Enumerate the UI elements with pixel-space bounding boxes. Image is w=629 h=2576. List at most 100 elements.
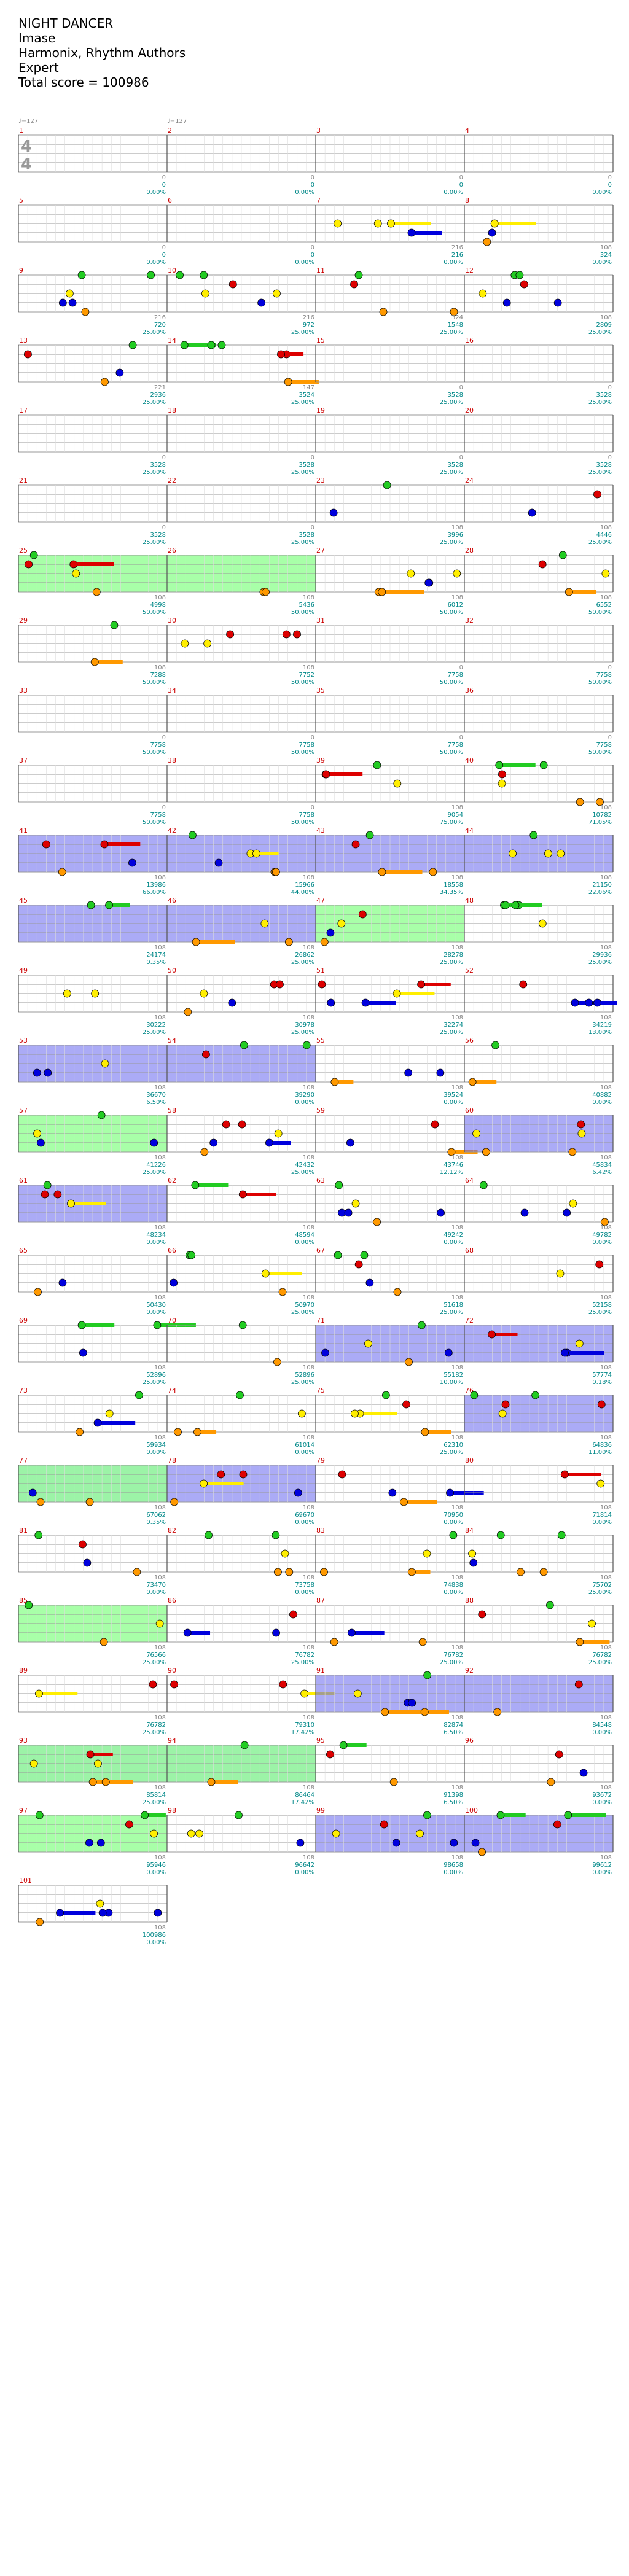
cumulative-score: 28278 [443,952,463,959]
note-count: 108 [600,1224,612,1231]
note-count: 108 [303,874,314,881]
note-count: 108 [303,1504,314,1511]
cumulative-score: 6012 [448,602,463,609]
bar-number: 52 [465,967,474,975]
note-count: 108 [451,1854,463,1861]
note-gem [358,910,367,919]
note-gem [495,761,504,769]
note-gem [289,1610,297,1619]
multiplier-percent: 25.00% [291,469,314,476]
cumulative-score: 48594 [295,1232,314,1239]
cumulative-score: 3528 [150,532,166,539]
multiplier-percent: 0.00% [146,1589,166,1596]
note-gem [25,1601,33,1609]
note-gem [329,508,338,517]
note-gem [58,868,66,876]
note-gem [601,569,610,578]
multiplier-percent: 50.00% [440,679,463,686]
note-gem [574,1680,583,1689]
cumulative-score: 39524 [443,1092,463,1099]
note-count: 108 [303,1434,314,1441]
note-gem [228,998,236,1007]
note-count: 0 [459,454,463,461]
note-count: 0 [162,734,166,741]
multiplier-percent: 25.00% [588,329,612,336]
note-gem [53,1190,62,1199]
multiplier-percent: 50.00% [588,609,612,616]
note-count: 108 [154,1504,166,1511]
bar-number: 89 [19,1667,28,1675]
note-gem [203,639,212,648]
multiplier-percent: 0.00% [443,1519,463,1526]
cumulative-score: 98658 [443,1862,463,1869]
sustain-bar [90,1753,113,1756]
note-count: 147 [303,384,314,391]
note-gem [597,1400,606,1409]
note-gem [68,298,77,307]
note-gem [351,840,360,849]
multiplier-percent: 25.00% [143,1659,166,1666]
note-gem [418,1638,427,1646]
bar-number: 15 [316,337,325,344]
cumulative-score: 15966 [295,882,314,889]
multiplier-percent: 50.00% [143,819,166,826]
note-gem [529,831,538,839]
cumulative-score: 3528 [299,532,314,539]
note-gem [373,761,381,769]
note-gem [344,1208,353,1217]
note-gem [381,1391,390,1399]
note-gem [429,868,437,876]
multiplier-percent: 0.00% [592,1869,612,1876]
multiplier-percent: 11.00% [588,1449,612,1456]
sustain-bar [412,1570,431,1574]
sustain-bar [491,1333,518,1336]
cumulative-score: 1548 [448,322,463,329]
multiplier-percent: 25.00% [440,1449,463,1456]
bar-number: 24 [465,477,474,484]
sustain-bar [424,1710,449,1714]
bar-number: 42 [168,827,176,835]
note-gem [482,1148,490,1156]
cumulative-score: 36670 [146,1092,166,1099]
bar-number: 22 [168,477,176,484]
note-gem [201,1050,210,1059]
sustain-bar [500,1813,526,1817]
note-count: 108 [451,524,463,531]
note-gem [563,1208,571,1217]
bar-number: 5 [19,197,23,204]
multiplier-percent: 0.00% [146,1869,166,1876]
note-gem [42,840,50,849]
cumulative-score: 79310 [295,1722,314,1729]
multiplier-percent: 25.00% [440,329,463,336]
multiplier-percent: 50.00% [143,749,166,756]
note-gem [496,1531,505,1539]
note-gem [596,1479,605,1488]
note-gem [553,1820,561,1829]
multiplier-percent: 25.00% [143,1799,166,1806]
sustain-bar [396,992,435,995]
cumulative-score: 0 [459,182,463,189]
note-gem [320,1568,328,1576]
multiplier-percent: 6.50% [443,1799,463,1806]
bar-number: 13 [19,337,28,344]
note-gem [327,998,335,1007]
cumulative-score: 93672 [592,1792,612,1799]
note-gem [560,1470,569,1479]
note-gem [326,1750,334,1759]
note-gem [24,350,32,359]
note-gem [423,1811,431,1819]
note-gem [496,1811,505,1819]
note-gem [187,1251,196,1259]
bar-number: 80 [465,1457,474,1465]
note-gem [272,1628,280,1637]
sustain-bar [243,1193,276,1196]
note-count: 216 [154,314,166,321]
cumulative-score: 49782 [592,1232,612,1239]
sustain-bar [93,1780,133,1784]
note-gem [273,289,281,298]
note-count: 108 [600,1784,612,1791]
bar-number: 68 [465,1247,474,1255]
note-gem [600,1218,609,1226]
bar-number: 60 [465,1107,474,1115]
note-gem [43,1181,52,1189]
